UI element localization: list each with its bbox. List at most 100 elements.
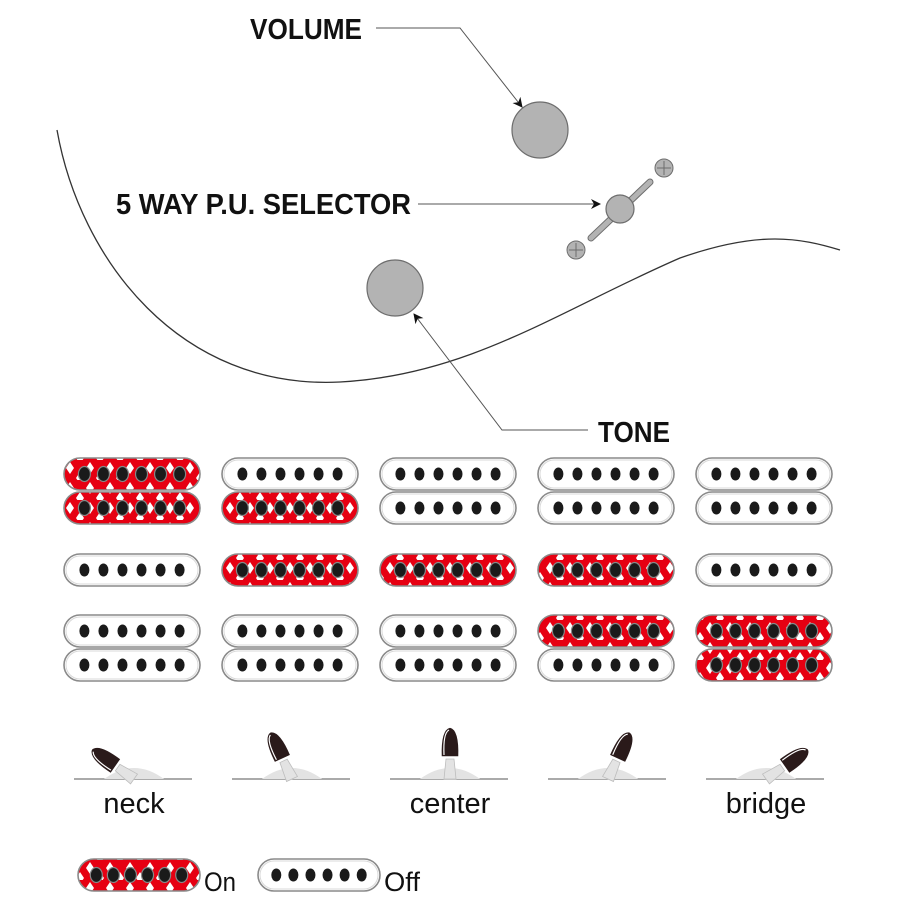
volume-knob[interactable] [511,101,569,159]
volume-label: VOLUME [250,14,362,46]
pole-piece [804,622,819,640]
pole-piece [273,499,288,517]
pole-piece [313,624,324,638]
pole-piece [292,499,307,517]
bridge-coil-lower [221,648,359,682]
pole-piece [254,499,269,517]
pole-piece [490,658,501,672]
neck-coil-lower [63,491,201,525]
pole-piece [332,624,343,638]
neck-coil-lower [695,491,833,525]
pole-piece [153,465,168,483]
pole-piece [311,561,326,579]
switch-position-column [63,457,201,682]
switch-row: neck center bridge [74,726,824,820]
middle-single-coil [221,553,359,587]
tone-knob[interactable] [366,259,424,317]
pole-piece [433,658,444,672]
bridge-humbucker [63,614,201,682]
pole-piece [608,561,623,579]
pole-piece [629,467,640,481]
pole-piece [709,656,724,674]
pole-piece [608,622,623,640]
bridge-coil-lower [63,648,201,682]
pole-piece [469,561,484,579]
selector-position-2[interactable] [232,728,350,783]
pole-piece [610,658,621,672]
pole-piece [551,561,566,579]
pole-piece [136,563,147,577]
pole-piece [117,624,128,638]
pole-piece [79,563,90,577]
switch-lever-icon [440,726,460,780]
pole-piece [235,561,249,579]
pole-piece [551,622,566,640]
pole-piece [766,622,781,640]
bridge-humbucker [537,614,675,682]
pole-piece [294,467,305,481]
switch-lever-icon [761,746,810,785]
pole-piece [787,501,798,515]
pole-piece [79,658,90,672]
pole-piece [158,866,172,884]
pole-piece [627,622,642,640]
pole-piece [749,467,760,481]
selector-position-3[interactable]: center [390,726,508,820]
pole-piece [331,561,345,579]
bridge-coil-upper [379,614,517,648]
pole-piece [134,499,149,517]
pole-piece [553,658,564,672]
pole-piece [747,622,762,640]
screw-icon [654,158,674,178]
selector-switch[interactable] [587,178,654,242]
pole-piece [553,501,564,515]
neck-coil-upper [379,457,517,491]
pole-piece [610,467,621,481]
pole-piece [768,467,779,481]
bridge-humbucker [695,614,833,682]
pole-piece [711,501,722,515]
pole-piece [648,501,659,515]
middle-single-coil [63,553,201,587]
pole-piece [173,465,187,483]
pole-piece [292,561,307,579]
pole-piece [648,467,659,481]
pole-piece [452,624,463,638]
pole-piece [589,622,604,640]
pole-piece [155,658,166,672]
pole-piece [730,467,741,481]
pole-piece [629,658,640,672]
pole-piece [174,563,185,577]
pole-piece [256,467,267,481]
pole-piece [256,658,267,672]
pole-piece [768,501,779,515]
pole-piece [106,866,120,884]
pole-piece [471,467,482,481]
pole-piece [709,622,724,640]
selector-position-4[interactable] [548,728,666,783]
switch-lever-icon [601,730,634,783]
pole-piece [452,467,463,481]
pole-piece [431,561,446,579]
selector-position-1[interactable]: neck [74,742,192,820]
pole-piece [572,501,583,515]
pole-piece [412,561,427,579]
middle-single-coil [695,553,833,587]
pole-piece [77,499,92,517]
switch-lever-icon [90,746,139,785]
neck-coil-upper [221,457,359,491]
pole-piece [174,658,185,672]
neck-humbucker [537,457,675,525]
pole-piece [433,624,444,638]
position-label-center: center [410,788,491,820]
bridge-coil-upper [695,614,833,648]
neck-coil-lower [221,491,359,525]
pole-piece [332,467,343,481]
pole-piece [356,868,367,882]
pole-piece [749,501,760,515]
pole-piece [728,622,743,640]
pole-piece [79,624,90,638]
pole-piece [785,656,800,674]
selector-position-5[interactable]: bridge [706,742,824,820]
